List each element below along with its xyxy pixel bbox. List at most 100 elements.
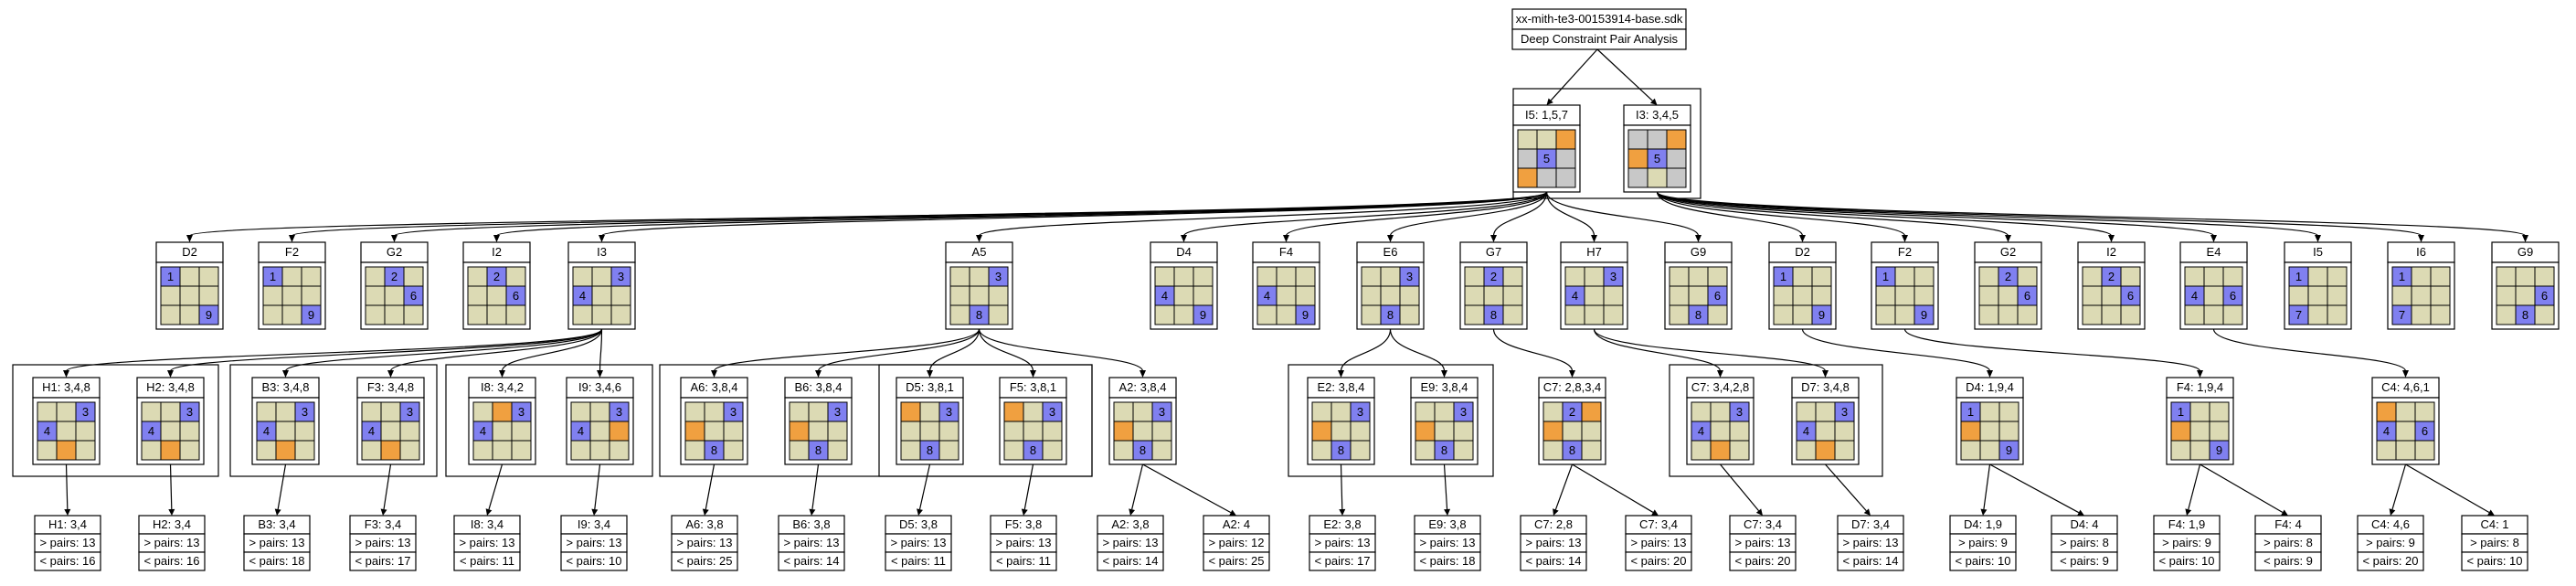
node-label: H2: 3,4,8 xyxy=(146,380,195,394)
cell-digit: 2 xyxy=(1569,405,1575,419)
grid-cell xyxy=(1113,401,1134,422)
leaf-gt-pairs: > pairs: 13 xyxy=(1630,536,1686,549)
grid-cell xyxy=(1151,440,1172,461)
edge xyxy=(1285,191,1548,237)
grid-cell xyxy=(591,304,612,325)
edge-arrowhead xyxy=(493,235,500,242)
leaf-title: F3: 3,4 xyxy=(365,517,401,531)
diagram-title: xx-mith-te3-00153914-base.sdk xyxy=(1516,12,1683,26)
grid-cell xyxy=(1894,304,1915,325)
grid-cell xyxy=(294,421,315,442)
grid-cell xyxy=(301,266,322,287)
edge-arrowhead xyxy=(2487,509,2495,516)
cell-digit: 3 xyxy=(518,405,525,419)
leaf-node: F5: 3,8> pairs: 13< pairs: 11 xyxy=(990,515,1057,571)
grid-cell xyxy=(1003,401,1024,422)
grid-cell xyxy=(1256,266,1277,287)
leaf-node: D7: 3,4> pairs: 13< pairs: 14 xyxy=(1837,515,1904,571)
grid-cell xyxy=(384,304,405,325)
cell-digit: 3 xyxy=(302,405,308,419)
grid-cell xyxy=(1193,285,1214,306)
grid-cell xyxy=(2082,304,2103,325)
grid-cell xyxy=(1894,285,1915,306)
grid-cell xyxy=(492,421,513,442)
node-label: B3: 3,4,8 xyxy=(261,380,309,394)
node-label: H7 xyxy=(1586,245,1602,259)
edge-arrowhead xyxy=(391,235,398,242)
edge-arrowhead xyxy=(1755,508,1763,516)
grid-cell xyxy=(1815,440,1836,461)
node-label: G7 xyxy=(1486,245,1501,259)
cell-digit: 6 xyxy=(2230,289,2236,303)
grid-cell xyxy=(2203,285,2224,306)
grid-cell xyxy=(2376,401,2397,422)
edge-arrowhead xyxy=(1717,370,1723,378)
edge xyxy=(1801,328,1991,372)
grid-cell xyxy=(160,401,181,422)
cell-digit: 4 xyxy=(1161,289,1168,303)
leaf-title: A2: 3,8 xyxy=(1111,517,1149,531)
grid-cell xyxy=(1666,148,1687,169)
grid-cell xyxy=(723,421,744,442)
grid-cell xyxy=(2534,266,2555,287)
node-label: A5 xyxy=(972,245,987,259)
edge-arrowhead xyxy=(1902,235,1908,242)
cell-digit: 9 xyxy=(1921,308,1927,322)
grid-cell xyxy=(2203,304,2224,325)
grid-cell xyxy=(160,421,181,442)
cell-digit: 3 xyxy=(616,405,622,419)
edge xyxy=(284,328,603,372)
edge-arrowhead xyxy=(2108,235,2115,242)
grid-cell xyxy=(492,401,513,422)
node-label: G2 xyxy=(2000,245,2016,259)
cell-digit: 1 xyxy=(1780,270,1786,283)
cell-digit: 4 xyxy=(578,424,584,438)
cell-digit: 3 xyxy=(946,405,952,419)
grid-cell xyxy=(900,421,921,442)
edge-arrowhead xyxy=(1021,508,1028,516)
cell-digit: 6 xyxy=(513,289,519,303)
leaf-node: H1: 3,4> pairs: 13< pairs: 16 xyxy=(34,515,101,571)
leaf-node: F3: 3,4> pairs: 13< pairs: 17 xyxy=(349,515,417,571)
grid-cell xyxy=(2017,304,2038,325)
leaf-gt-pairs: > pairs: 13 xyxy=(1314,536,1370,549)
cell-digit: 3 xyxy=(1841,405,1848,419)
grid-cell xyxy=(380,440,401,461)
leaf-gt-pairs: > pairs: 13 xyxy=(995,536,1051,549)
leaf-lt-pairs: < pairs: 25 xyxy=(1208,554,1264,568)
grid-cell xyxy=(1173,304,1194,325)
edge-arrowhead xyxy=(809,508,816,516)
grid-cell xyxy=(1581,440,1602,461)
grid-cell xyxy=(2184,266,2205,287)
grid-cell xyxy=(1691,401,1712,422)
grid-cell xyxy=(1399,304,1420,325)
grid-cell xyxy=(467,285,488,306)
edge-arrowhead xyxy=(591,508,599,516)
level2-node: D7: 3,4,834 xyxy=(1791,377,1860,465)
grid-cell xyxy=(589,401,610,422)
cell-digit: 6 xyxy=(2024,289,2030,303)
grid-cell xyxy=(141,440,162,461)
grid-cell xyxy=(1151,421,1172,442)
grid-cell xyxy=(2430,285,2451,306)
edge-arrowhead xyxy=(599,235,605,242)
grid-cell xyxy=(1542,440,1564,461)
grid-cell xyxy=(511,440,532,461)
grid-cell xyxy=(988,285,1009,306)
cell-digit: 8 xyxy=(927,443,933,457)
edge-arrowhead xyxy=(1129,508,1136,516)
grid-cell xyxy=(1998,421,2019,442)
leaf-node: C4: 4,6> pairs: 9< pairs: 20 xyxy=(2357,515,2424,571)
edge xyxy=(1340,463,1343,510)
edge xyxy=(2405,463,2490,514)
edge xyxy=(188,191,1548,237)
edge xyxy=(393,191,1548,237)
grid-cell xyxy=(789,440,810,461)
grid-cell xyxy=(37,401,58,422)
cell-digit: 2 xyxy=(1490,270,1497,283)
